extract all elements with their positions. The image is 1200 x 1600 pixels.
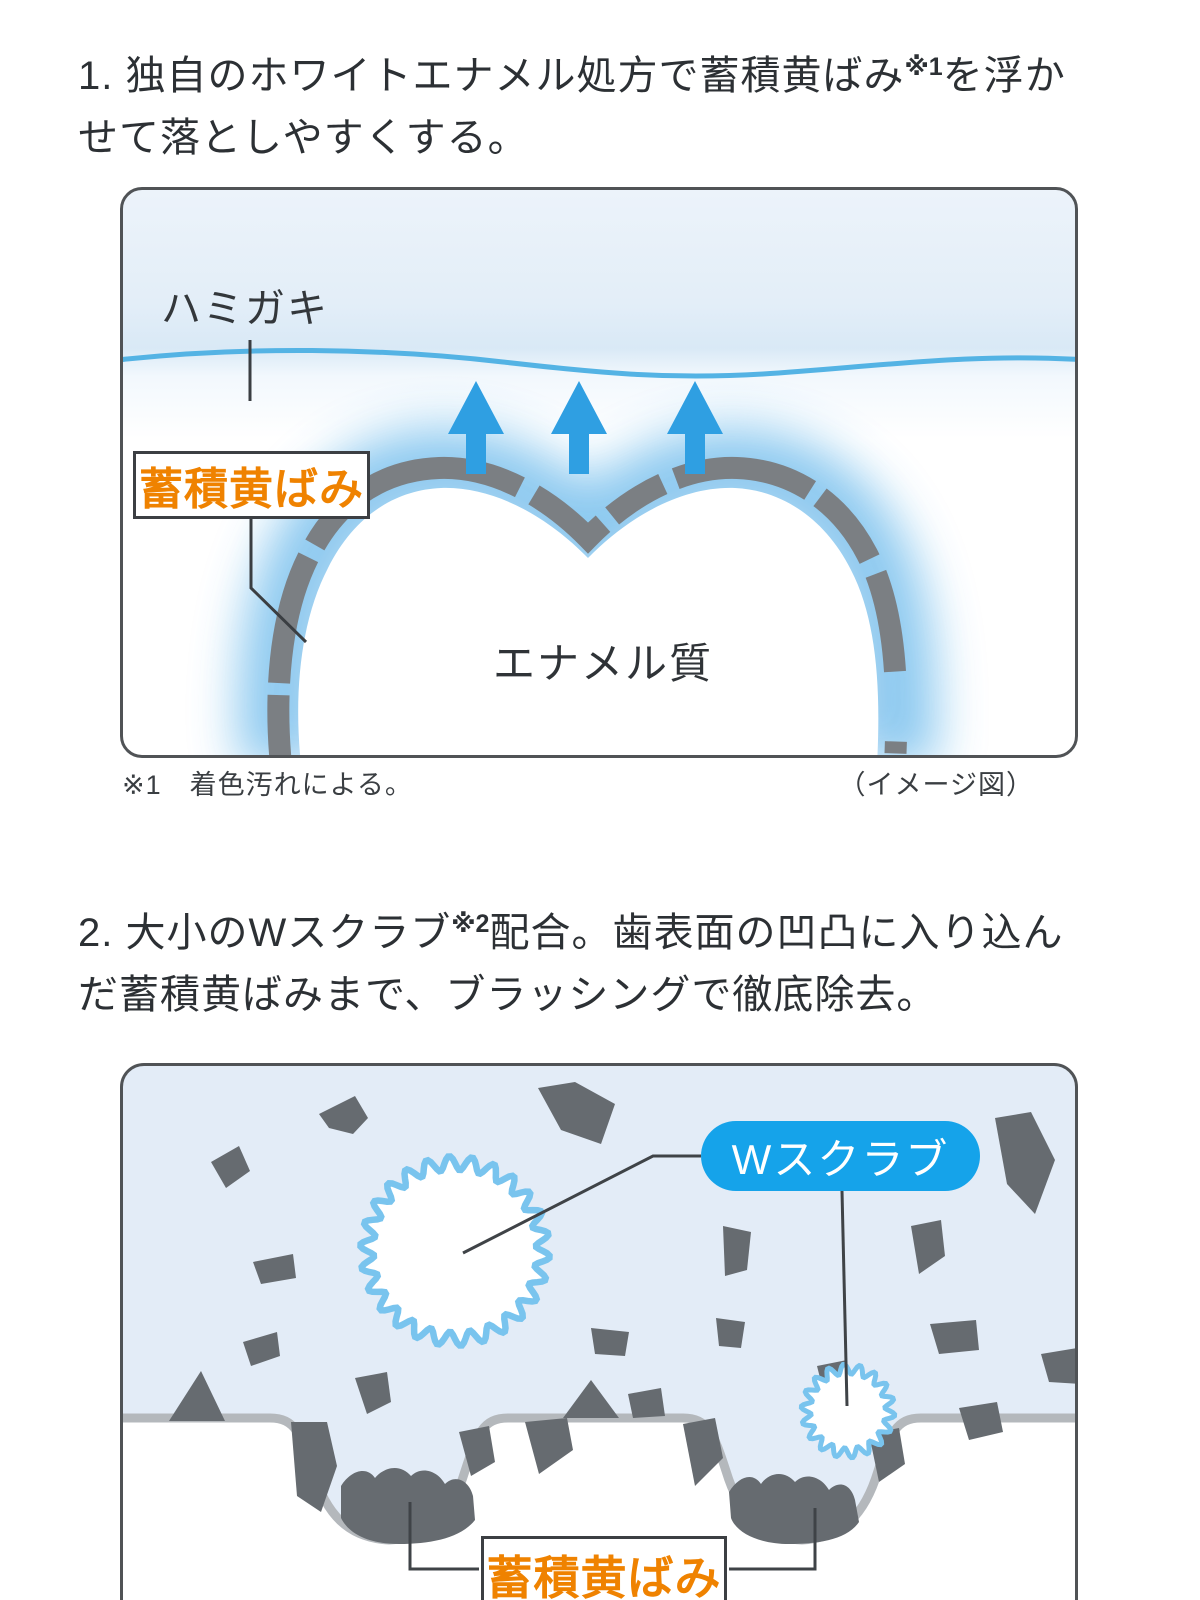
debris-fragment	[628, 1388, 665, 1418]
heading-2-text: 2. 大小のWスクラブ	[78, 911, 452, 955]
debris-fragment	[355, 1372, 391, 1414]
stain-label-pointers	[408, 1502, 817, 1571]
lift-arrow	[667, 381, 723, 474]
debris-blob	[729, 1473, 859, 1544]
section-2-heading: 2. 大小のWスクラブ※2配合。歯表面の凹凸に入り込んだ蓄積黄ばみまで、ブラッシ…	[78, 893, 1092, 1026]
whitening-diagram: ハミガキ 蓄積黄ばみ エナメル質	[120, 187, 1078, 758]
stain-label-box: 蓄積黄ばみ	[133, 451, 370, 519]
debris-fragment	[525, 1418, 573, 1474]
debris-fragment	[538, 1082, 615, 1144]
debris-fragment	[959, 1402, 1003, 1440]
scrub-particle	[357, 1153, 553, 1349]
debris-fragment	[683, 1418, 723, 1486]
debris-fragment	[211, 1146, 250, 1188]
footnote-text: ※1 着色汚れによる。	[122, 770, 413, 800]
debris-fragment	[716, 1318, 745, 1348]
debris-fragment	[591, 1328, 629, 1356]
debris-blob	[341, 1467, 475, 1544]
debris-fragment	[243, 1332, 280, 1366]
stain-pointer-right	[729, 1508, 817, 1571]
stain-label-pointer	[249, 519, 308, 644]
footnote-row: ※1 着色汚れによる。 （イメージ図）	[122, 763, 1034, 802]
stain-debris	[169, 1082, 1075, 1544]
section-1-heading: 1. 独自のホワイトエナメル処方で蓄積黄ばみ※1を浮かせて落としやすくする。	[78, 36, 1092, 169]
lift-arrows	[448, 381, 723, 474]
stain-label-text: 蓄積黄ばみ	[139, 465, 364, 514]
whitening-diagram-art	[123, 340, 1075, 755]
debris-fragment	[169, 1371, 225, 1421]
enamel-label: エナメル質	[492, 640, 713, 687]
debris-fragment	[995, 1112, 1055, 1214]
heading-1-footnote-marker: ※1	[904, 53, 943, 81]
scrub-pointer-small	[840, 1190, 849, 1407]
image-disclaimer: （イメージ図）	[838, 770, 1034, 800]
heading-2-footnote-marker: ※2	[451, 910, 490, 938]
scrub-diagram-art	[123, 1082, 1075, 1600]
debris-fragment	[319, 1096, 368, 1134]
heading-1-text: 1. 独自のホワイトエナメル処方で蓄積黄ばみ	[78, 54, 905, 98]
scrub-label-pill: Wスクラブ	[701, 1121, 980, 1191]
debris-fragment	[723, 1226, 751, 1276]
tooth-shape	[298, 487, 879, 755]
lift-arrow	[448, 381, 504, 474]
scrub-particles	[357, 1153, 898, 1461]
debris-fragment	[1041, 1348, 1075, 1384]
heading-1-text-rest: を浮かせて落としやすくする。	[78, 54, 1066, 160]
stain-crust	[267, 456, 908, 755]
scrub-diagram: Wスクラブ 蓄積黄ばみ	[120, 1063, 1078, 1600]
scrub-label-pointers	[462, 1154, 849, 1407]
lift-arrow	[551, 381, 607, 474]
scrub-particle	[798, 1361, 898, 1461]
debris-fragment	[911, 1220, 945, 1274]
debris-fragment	[253, 1254, 296, 1284]
scrub-pointer-large	[462, 1154, 701, 1255]
debris-fragment	[930, 1320, 979, 1354]
stain-label-text-2: 蓄積黄ばみ	[486, 1552, 722, 1600]
heading-2-text-rest: 配合。歯表面の凹凸に入り込んだ蓄積黄ばみまで、ブラッシングで徹底除去。	[78, 911, 1064, 1017]
paste-surface-line	[123, 347, 1075, 379]
stain-pointer-left	[408, 1502, 479, 1571]
tooth-surface-body	[123, 1418, 1075, 1600]
paste-label: ハミガキ	[161, 287, 329, 331]
debris-fragment	[563, 1380, 619, 1418]
debris-fragment	[459, 1426, 495, 1476]
stain-label-box-2: 蓄積黄ばみ	[481, 1536, 727, 1600]
scrub-label-text: Wスクラブ	[731, 1135, 950, 1183]
debris-fragment	[291, 1422, 337, 1512]
